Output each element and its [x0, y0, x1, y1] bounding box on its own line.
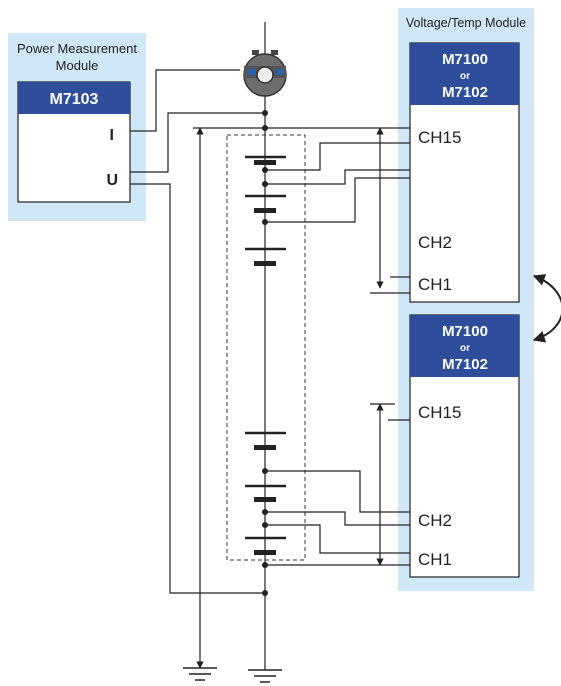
upper-voltage-device: M7100 or M7102 CH15 CH2 CH1	[409, 42, 520, 303]
current-sensor-icon	[243, 50, 287, 97]
lower-model-line1: M7100	[442, 323, 488, 340]
ground-symbol-icon	[183, 667, 217, 681]
battery-pack-outline	[226, 134, 306, 561]
lower-voltage-device: M7100 or M7102 CH15 CH2 CH1	[409, 314, 520, 578]
upper-model-or: or	[460, 71, 470, 82]
upper-ch2-label: CH2	[418, 233, 452, 252]
ground-symbol-icon	[248, 669, 282, 683]
terminal-i-label: I	[110, 127, 114, 144]
lower-model-line2: M7102	[442, 356, 488, 373]
power-module-title-line1: Power Measurement	[17, 41, 137, 56]
power-measurement-module: Power Measurement Module M7103 I U	[8, 33, 146, 221]
battery-cell-icon	[245, 484, 286, 502]
lower-ch2-label: CH2	[418, 511, 452, 530]
voltage-temp-module: Voltage/Temp Module M7100 or M7102 CH15 …	[398, 8, 534, 591]
upper-device-header	[410, 43, 519, 105]
wiring	[130, 69, 410, 669]
voltage-module-title: Voltage/Temp Module	[406, 16, 526, 30]
upper-model-line2: M7102	[442, 84, 488, 101]
lower-model-or: or	[460, 343, 470, 354]
lower-ch1-label: CH1	[418, 550, 452, 569]
battery-cell-icon	[245, 194, 286, 213]
battery-cell-icon	[245, 431, 286, 450]
lower-device-header	[410, 315, 519, 377]
battery-cell-icon	[245, 247, 286, 266]
battery-cell-icon	[245, 155, 286, 165]
upper-model-line1: M7100	[442, 51, 488, 68]
double-arrow-icon	[532, 274, 561, 343]
upper-ch1-label: CH1	[418, 275, 452, 294]
battery-stack	[226, 22, 306, 670]
m7103-header	[18, 82, 130, 114]
power-module-title-line2: Module	[56, 58, 99, 73]
terminal-u-label: U	[106, 172, 118, 189]
lower-ch15-label: CH15	[418, 403, 461, 422]
upper-ch15-label: CH15	[418, 128, 461, 147]
battery-cell-icon	[245, 536, 286, 555]
m7103-model-label: M7103	[50, 91, 99, 108]
